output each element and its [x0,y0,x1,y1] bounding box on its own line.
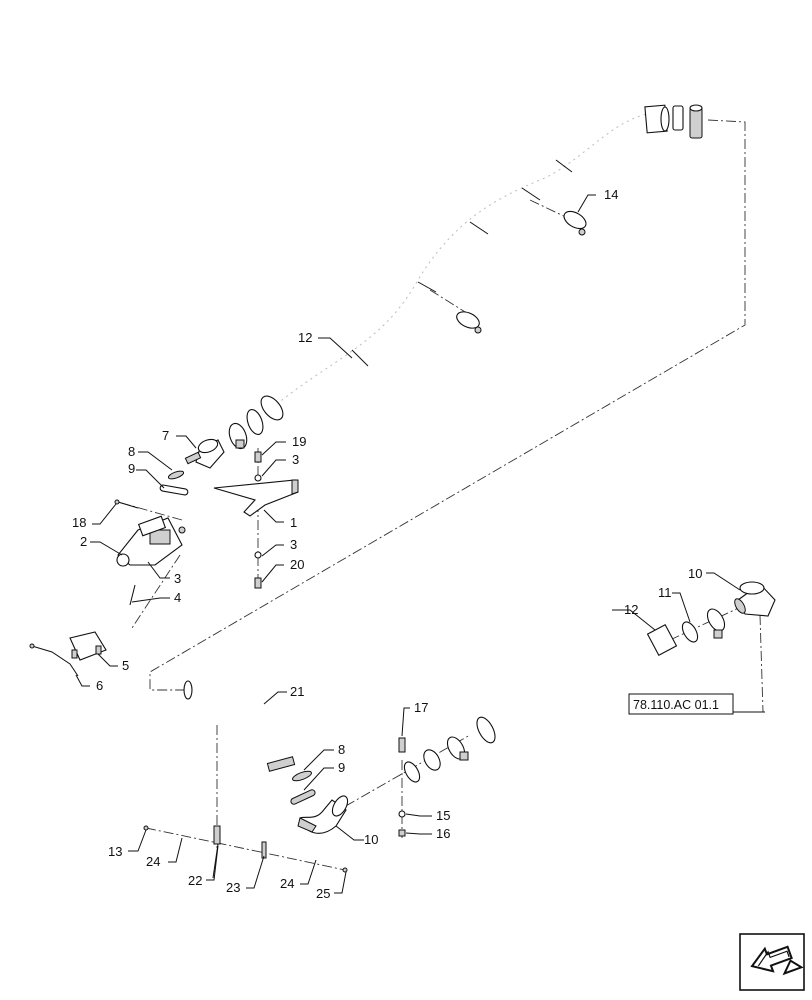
callout-8-upper: 8 [128,444,135,459]
callout-3-top: 3 [292,452,299,467]
pin-4 [129,584,136,606]
bracket [213,479,299,517]
callout-18: 18 [72,515,86,530]
callout-16: 16 [436,826,450,841]
callout-9-lower: 9 [338,760,345,775]
callout-13: 13 [108,844,122,859]
callout-2: 2 [80,534,87,549]
lower-clamps-right [681,608,726,643]
hardware-column [254,451,262,589]
pin-18 [114,499,139,509]
callout-14: 14 [604,187,618,202]
elbow-fitting-lower [297,795,349,834]
hose-clip-lower [456,311,482,334]
callout-4: 4 [174,590,181,605]
callout-12-lower: 12 [624,602,638,617]
reference-link[interactable]: 78.110.AC 01.1 [628,693,734,715]
elbow-fitting-right [734,581,776,617]
callout-10-upper: 10 [688,566,702,581]
callout-12-upper: 12 [298,330,312,345]
callout-20: 20 [290,557,304,572]
o-ring-lower [292,770,312,782]
lower-clamps-left [403,736,469,783]
callout-25: 25 [316,886,330,901]
callout-6: 6 [96,678,103,693]
callout-11: 11 [658,585,672,600]
callout-24-left: 24 [146,854,160,869]
top-end-fittings [672,104,703,139]
callout-21: 21 [290,684,304,699]
upper-clamps [228,409,264,450]
valve-assembly [116,515,186,567]
callout-1: 1 [290,515,297,530]
callout-10-lower: 10 [364,832,378,847]
callout-15: 15 [436,808,450,823]
lower-hardware [398,737,406,837]
callouts: 14 12 7 8 9 19 3 1 3 20 18 2 3 4 5 6 21 … [72,187,702,901]
callout-19: 19 [292,434,306,449]
callout-3-low: 3 [174,571,181,586]
pin-lower [290,789,316,805]
hose-clip-upper [563,210,587,236]
callout-23: 23 [226,880,240,895]
rigid-pipe [183,680,296,772]
exit-arrow-icon[interactable] [739,933,805,991]
leader-lines [75,194,765,894]
callout-9-upper: 9 [128,461,135,476]
lower-hose [476,623,678,744]
callout-7: 7 [162,428,169,443]
callout-3-mid: 3 [290,537,297,552]
pin-upper [159,484,189,496]
o-ring-upper [167,470,185,480]
callout-24-right: 24 [280,876,294,891]
callout-8-lower: 8 [338,742,345,757]
elbow-fitting-upper [184,438,225,469]
callout-22: 22 [188,873,202,888]
upper-hose [260,98,670,421]
reference-label[interactable]: 78.110.AC 01.1 [633,698,719,712]
cable [29,643,79,677]
callout-5: 5 [122,658,129,673]
bracket-plate [69,631,107,661]
bottom-hardware [143,825,348,879]
callout-17: 17 [414,700,428,715]
